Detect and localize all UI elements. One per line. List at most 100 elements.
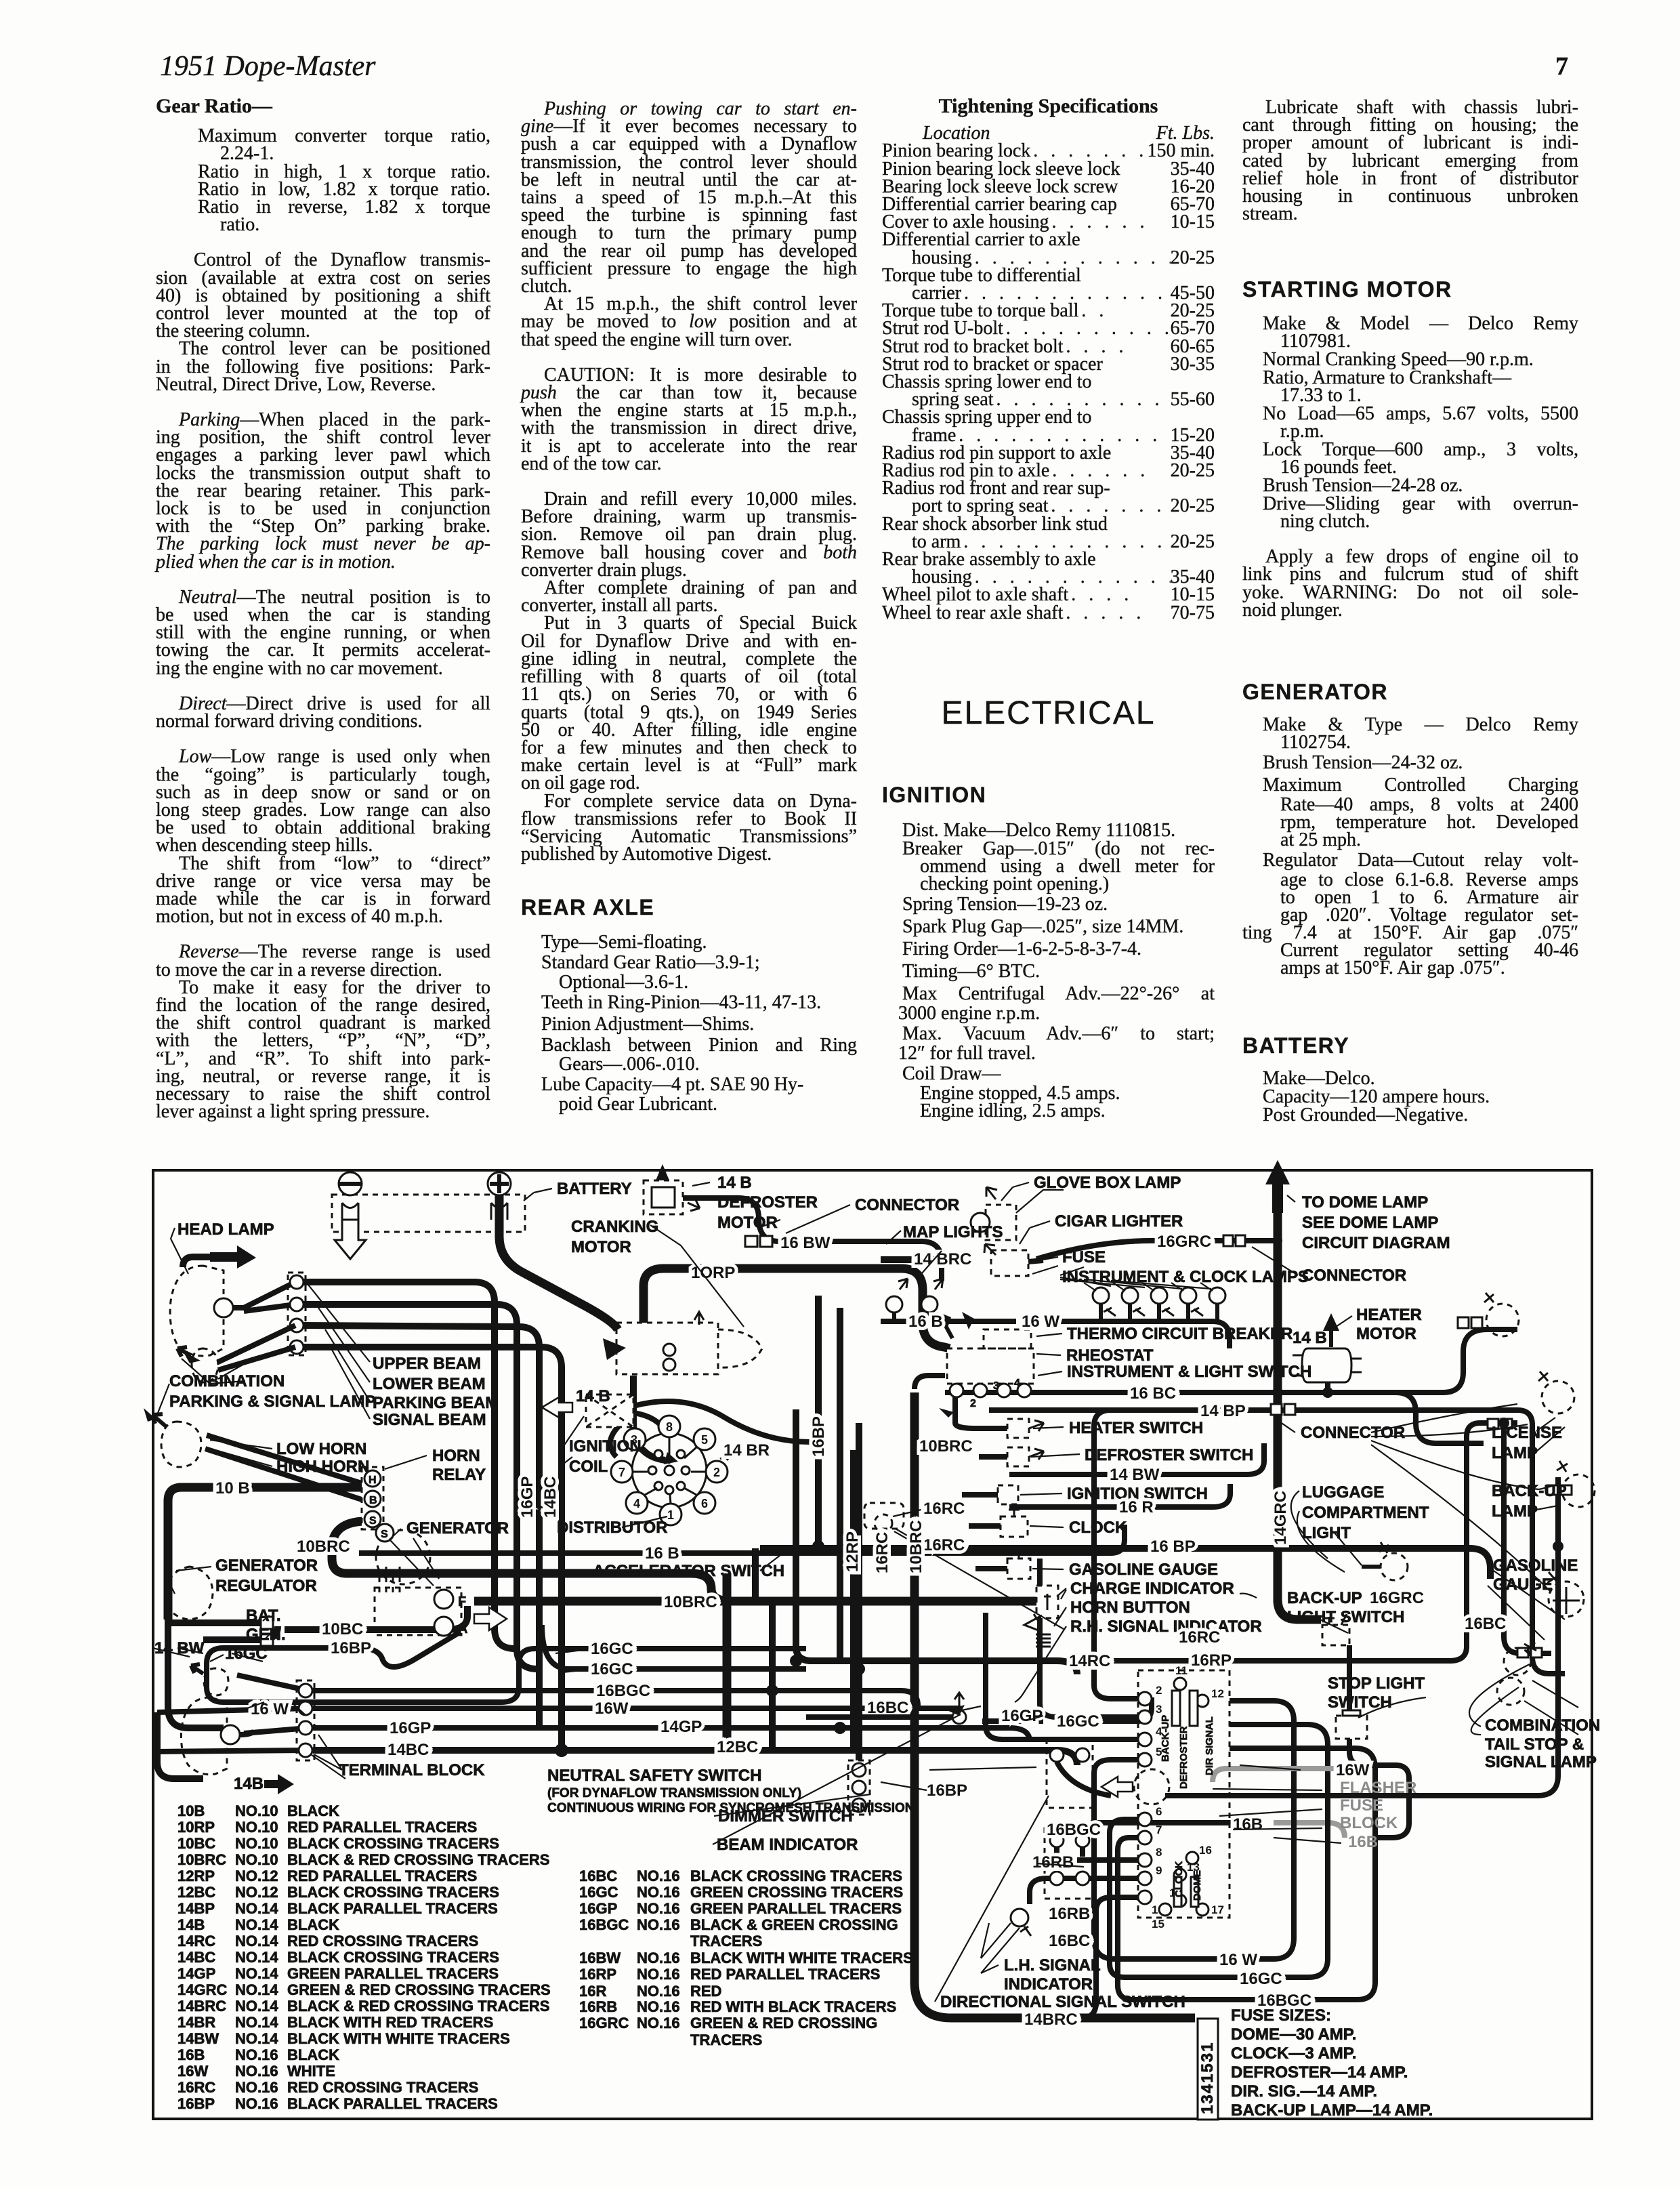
svg-text:14B: 14B [177,1916,205,1933]
svg-text:NO.10: NO.10 [235,1835,278,1852]
svg-text:14 B: 14 B [717,1174,752,1192]
svg-text:BLACK WITH RED TRACERS: BLACK WITH RED TRACERS [287,2014,493,2031]
svg-text:16GP: 16GP [518,1477,537,1518]
svg-text:2: 2 [1156,1684,1162,1697]
svg-text:14GRC: 14GRC [177,1981,227,1998]
svg-text:TRACERS: TRACERS [690,2031,762,2048]
svg-text:16RC: 16RC [923,1500,965,1518]
svg-text:BLACK WITH WHITE TRACERS: BLACK WITH WHITE TRACERS [690,1949,913,1966]
svg-text:NO.14: NO.14 [235,1998,278,2015]
svg-text:CIRCUIT DIAGRAM: CIRCUIT DIAGRAM [1302,1234,1450,1252]
svg-text:1: 1 [667,1508,674,1522]
svg-text:1341531: 1341531 [1198,2042,1217,2114]
svg-text:GLOVE BOX LAMP: GLOVE BOX LAMP [1034,1174,1181,1192]
svg-text:NO.14: NO.14 [235,1981,278,1998]
svg-text:9: 9 [1156,1864,1162,1877]
svg-text:16BC: 16BC [1465,1615,1506,1633]
svg-text:5: 5 [1156,1746,1162,1758]
svg-text:LIGHT: LIGHT [1302,1524,1351,1542]
svg-text:GENERATOR: GENERATOR [406,1519,509,1537]
svg-text:NO.16: NO.16 [235,2046,278,2063]
svg-text:BACK-UP: BACK-UP [1492,1482,1567,1500]
svg-text:16BGC: 16BGC [1257,1991,1311,2010]
svg-text:CONTINUOUS WIRING FOR SYNCROME: CONTINUOUS WIRING FOR SYNCROMESH TRANSMI… [547,1801,915,1815]
svg-text:PARKING & SIGNAL LAMP: PARKING & SIGNAL LAMP [169,1392,375,1411]
svg-text:NO.14: NO.14 [235,2030,278,2047]
svg-text:IGNITION: IGNITION [569,1437,642,1456]
svg-text:LOWER BEAM: LOWER BEAM [373,1375,486,1393]
svg-text:B: B [369,1495,377,1506]
svg-text:BLOCK: BLOCK [1340,1814,1398,1832]
svg-text:BLACK PARALLEL TRACERS: BLACK PARALLEL TRACERS [287,1900,498,1917]
svg-text:16B: 16B [177,2046,205,2063]
svg-text:DEFROSTER—14 AMP.: DEFROSTER—14 AMP. [1231,2063,1408,2082]
svg-text:RHEOSTAT: RHEOSTAT [1066,1346,1154,1365]
svg-text:14BR: 14BR [177,2014,215,2031]
svg-text:MOTOR: MOTOR [717,1214,778,1232]
svg-text:TAIL STOP &: TAIL STOP & [1485,1735,1584,1754]
svg-text:RED CROSSING TRACERS: RED CROSSING TRACERS [287,1933,478,1949]
svg-text:16R: 16R [579,1983,606,2000]
svg-text:CLOCK: CLOCK [1173,1861,1185,1897]
svg-text:LUGGAGE: LUGGAGE [1302,1483,1384,1502]
svg-text:10BC: 10BC [177,1835,215,1852]
svg-text:16RC: 16RC [923,1536,965,1554]
svg-text:HEATER SWITCH: HEATER SWITCH [1069,1419,1203,1437]
svg-text:THERMO CIRCUIT BREAKER: THERMO CIRCUIT BREAKER [1067,1325,1293,1343]
svg-text:HORN: HORN [432,1447,480,1465]
svg-text:COMBINATION: COMBINATION [1485,1716,1600,1735]
svg-text:NO.14: NO.14 [235,1949,278,1966]
svg-text:BEAM INDICATOR: BEAM INDICATOR [717,1836,858,1854]
svg-text:6: 6 [1156,1805,1162,1818]
svg-text:WHITE: WHITE [287,2063,335,2080]
svg-text:16BC: 16BC [867,1699,908,1717]
svg-text:14 BRC: 14 BRC [914,1250,971,1268]
svg-text:16BP: 16BP [331,1639,371,1657]
svg-text:LAMP: LAMP [1492,1502,1538,1521]
svg-text:(FOR DYNAFLOW TRANSMISSION ONL: (FOR DYNAFLOW TRANSMISSION ONLY) [547,1786,801,1800]
svg-text:NO.14: NO.14 [235,1900,278,1917]
svg-text:RED PARALLEL TRACERS: RED PARALLEL TRACERS [690,1966,880,1983]
svg-text:12BC: 12BC [717,1738,758,1756]
svg-text:REGULATOR: REGULATOR [215,1577,317,1595]
svg-text:NO.14: NO.14 [235,2014,278,2031]
svg-text:16GC: 16GC [1240,1970,1282,1988]
svg-text:MOTOR: MOTOR [571,1238,631,1256]
svg-text:ACCELERATOR SWITCH: ACCELERATOR SWITCH [593,1562,784,1580]
svg-text:R.H. SIGNAL INDICATOR: R.H. SIGNAL INDICATOR [1070,1617,1262,1636]
svg-text:CONNECTOR: CONNECTOR [1302,1266,1406,1285]
svg-text:BATTERY: BATTERY [557,1180,632,1198]
svg-text:16 W: 16 W [1022,1313,1059,1331]
svg-text:16RC: 16RC [177,2079,215,2096]
svg-text:FUSE SIZES:: FUSE SIZES: [1231,2006,1331,2025]
svg-text:DIMMER SWITCH: DIMMER SWITCH [718,1807,853,1825]
svg-text:14BP: 14BP [177,1900,215,1917]
svg-text:16BW: 16BW [579,1949,621,1966]
svg-text:14RC: 14RC [1069,1652,1110,1670]
svg-text:10BRC: 10BRC [907,1520,925,1573]
svg-text:NO.16: NO.16 [235,2095,278,2112]
svg-text:DIR SIGNAL: DIR SIGNAL [1204,1716,1215,1775]
svg-text:12: 12 [1211,1687,1224,1700]
svg-text:INSTRUMENT & CLOCK LAMPS: INSTRUMENT & CLOCK LAMPS [1062,1268,1309,1286]
svg-text:GENERATOR: GENERATOR [215,1556,318,1575]
svg-text:NO.16: NO.16 [637,1867,680,1884]
svg-text:16 BW: 16 BW [780,1234,831,1252]
svg-text:16 BP: 16 BP [1150,1537,1196,1556]
svg-text:1ORP: 1ORP [691,1264,735,1282]
svg-text:10BRC: 10BRC [919,1437,973,1456]
svg-text:HEAD LAMP: HEAD LAMP [177,1220,274,1239]
svg-text:14BC: 14BC [387,1741,429,1759]
svg-text:BACK-UP: BACK-UP [1287,1589,1362,1607]
svg-text:SEE DOME LAMP: SEE DOME LAMP [1302,1214,1438,1232]
svg-text:2: 2 [970,1398,976,1409]
svg-text:NO.10: NO.10 [235,1851,278,1868]
svg-text:NO.12: NO.12 [235,1867,278,1884]
svg-text:NO.14: NO.14 [235,1965,278,1982]
svg-text:14BRC: 14BRC [177,1998,226,2015]
svg-text:16RP: 16RP [579,1966,616,1983]
svg-text:DOME: DOME [1192,1870,1203,1901]
svg-text:BLACK & RED CROSSING TRACERS: BLACK & RED CROSSING TRACERS [287,1851,549,1868]
svg-text:16GC: 16GC [579,1884,618,1901]
svg-text:BLACK: BLACK [287,2046,339,2063]
